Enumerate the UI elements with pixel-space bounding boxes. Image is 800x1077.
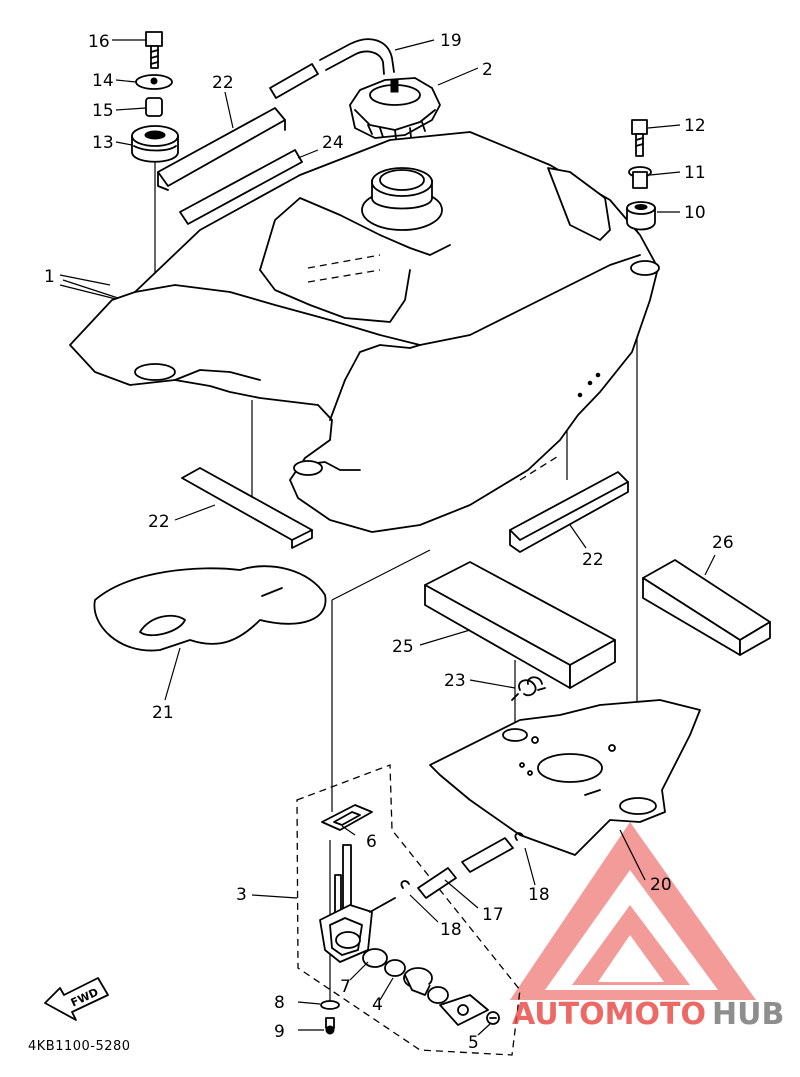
fuel-cap (349, 77, 441, 140)
watermark-text-secondary: HUB (712, 997, 784, 1032)
forward-arrow-icon: FWD (44, 977, 109, 1021)
callout-5: 5 (468, 1033, 479, 1053)
callout-20: 20 (650, 875, 672, 895)
collar-11 (628, 166, 652, 189)
heat-shield-20 (429, 699, 701, 856)
callout-16: 16 (88, 32, 110, 52)
callout-2: 2 (482, 60, 493, 80)
callout-18-left: 18 (440, 920, 462, 940)
o-ring-4 (384, 959, 406, 977)
callout-12: 12 (684, 116, 706, 136)
callout-21: 21 (152, 703, 174, 723)
diagram-code: 4KB1100-5280 (28, 1039, 131, 1054)
screw-9 (325, 1017, 335, 1035)
callout-25: 25 (392, 637, 414, 657)
damper-strip-22-right (509, 471, 629, 553)
damper-13 (131, 125, 179, 163)
damper-10 (626, 201, 656, 231)
fuel-hose-17 (417, 837, 514, 899)
damper-strip-22-left (181, 467, 313, 549)
watermark: AUTOMOTO HUB (512, 997, 784, 1032)
damper-block-26 (642, 559, 771, 656)
callout-23: 23 (444, 671, 466, 691)
callout-1: 1 (44, 267, 55, 287)
fuel-cock-body (319, 844, 396, 963)
clip-23 (511, 676, 546, 701)
collar-15 (145, 97, 163, 117)
callout-22-right: 22 (582, 550, 604, 570)
callout-4: 4 (372, 995, 383, 1015)
callout-9: 9 (274, 1022, 285, 1042)
fuel-cock-assembly-outline (296, 764, 521, 1056)
callout-17: 17 (482, 905, 504, 925)
breather-hose (269, 38, 395, 99)
lever (403, 967, 449, 1004)
hose-clip-18a (400, 880, 410, 889)
bolt-12 (631, 119, 648, 157)
hose-clip-18b (514, 832, 524, 841)
washer-8 (320, 1000, 340, 1010)
bolt-16 (145, 31, 163, 69)
pad-21 (93, 565, 327, 652)
damper-strip-24 (179, 149, 303, 225)
callout-24: 24 (322, 133, 344, 153)
damper-strip-22-top (157, 107, 286, 191)
callout-19: 19 (440, 31, 462, 51)
callout-leaders (62, 39, 716, 1036)
callout-22-top: 22 (212, 73, 234, 93)
damper-block-25 (424, 561, 616, 689)
callout-11: 11 (684, 163, 706, 183)
screw-5 (486, 1011, 500, 1025)
callout-10: 10 (684, 203, 706, 223)
callout-3: 3 (236, 885, 247, 905)
callout-18-right: 18 (528, 885, 550, 905)
watermark-logo-icon (510, 822, 756, 1000)
callout-15: 15 (92, 101, 114, 121)
watermark-text-primary: AUTOMOTO (512, 997, 706, 1032)
callout-6: 6 (366, 832, 377, 852)
callout-8: 8 (274, 993, 285, 1013)
callout-7: 7 (340, 977, 351, 997)
callout-14: 14 (92, 71, 114, 91)
fuel-tank (69, 131, 660, 533)
callout-numbers: 16 14 15 13 22 24 19 2 12 11 10 1 22 22 … (44, 31, 734, 1053)
callout-13: 13 (92, 133, 114, 153)
plate (439, 994, 489, 1026)
o-ring-7 (362, 948, 388, 968)
gasket-6 (321, 804, 373, 831)
callout-26: 26 (712, 533, 734, 553)
callout-22-left: 22 (148, 512, 170, 532)
